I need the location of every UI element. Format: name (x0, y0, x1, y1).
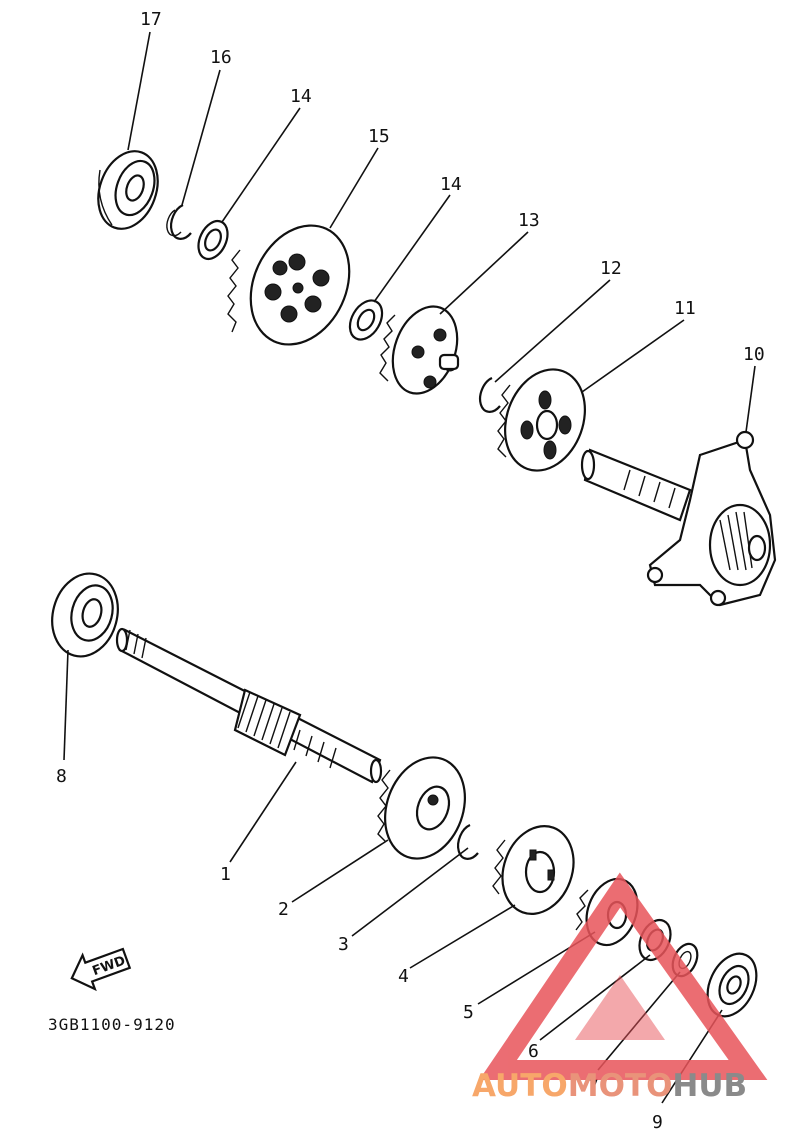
callout-11: 11 (674, 298, 696, 319)
callout-labels: 17 16 14 15 14 13 12 11 10 8 1 2 3 4 5 6… (56, 9, 765, 1133)
callout-7: 7 (588, 1076, 599, 1097)
circlip-16 (166, 203, 192, 240)
callout-9: 9 (652, 1112, 663, 1133)
gear-2 (377, 756, 466, 860)
circlip-3 (456, 823, 479, 860)
gear-11 (497, 368, 586, 472)
watermark-moto: MOTO (568, 1068, 673, 1104)
callout-14-upper: 14 (290, 86, 312, 107)
callout-12: 12 (600, 258, 622, 279)
callout-1: 1 (220, 864, 231, 885)
washer-14-middle (348, 299, 384, 341)
gear-13 (379, 305, 460, 395)
callout-15: 15 (368, 126, 390, 147)
callout-17: 17 (140, 9, 162, 30)
fwd-arrow: FWD (70, 947, 132, 992)
washer-14-upper (197, 219, 229, 261)
callout-3: 3 (338, 934, 349, 955)
circlip-12 (478, 376, 501, 413)
watermark-triangle-icon (479, 872, 768, 1080)
part-code: 3GB1100-9120 (48, 1015, 176, 1034)
svg-text:AUTOMOTOHUB: AUTOMOTOHUB (472, 1068, 747, 1104)
callout-2: 2 (278, 899, 289, 920)
watermark-auto: AUTO (472, 1068, 568, 1104)
callout-14-middle: 14 (440, 174, 462, 195)
bearing-8 (51, 572, 119, 658)
watermark-hub: HUB (672, 1068, 747, 1104)
callout-5: 5 (463, 1002, 474, 1023)
countershaft-10 (580, 430, 777, 607)
callout-6: 6 (528, 1041, 539, 1062)
bearing-17 (97, 150, 159, 230)
callout-4: 4 (398, 966, 409, 987)
bearing-9 (706, 952, 758, 1018)
callout-8: 8 (56, 766, 67, 787)
callout-10: 10 (743, 344, 765, 365)
gear-15 (227, 224, 351, 346)
watermark: AUTOMOTOHUB (472, 872, 768, 1104)
gear-4 (492, 825, 575, 915)
callout-16: 16 (210, 47, 232, 68)
main-shaft-1 (115, 627, 383, 784)
callout-13: 13 (518, 210, 540, 231)
